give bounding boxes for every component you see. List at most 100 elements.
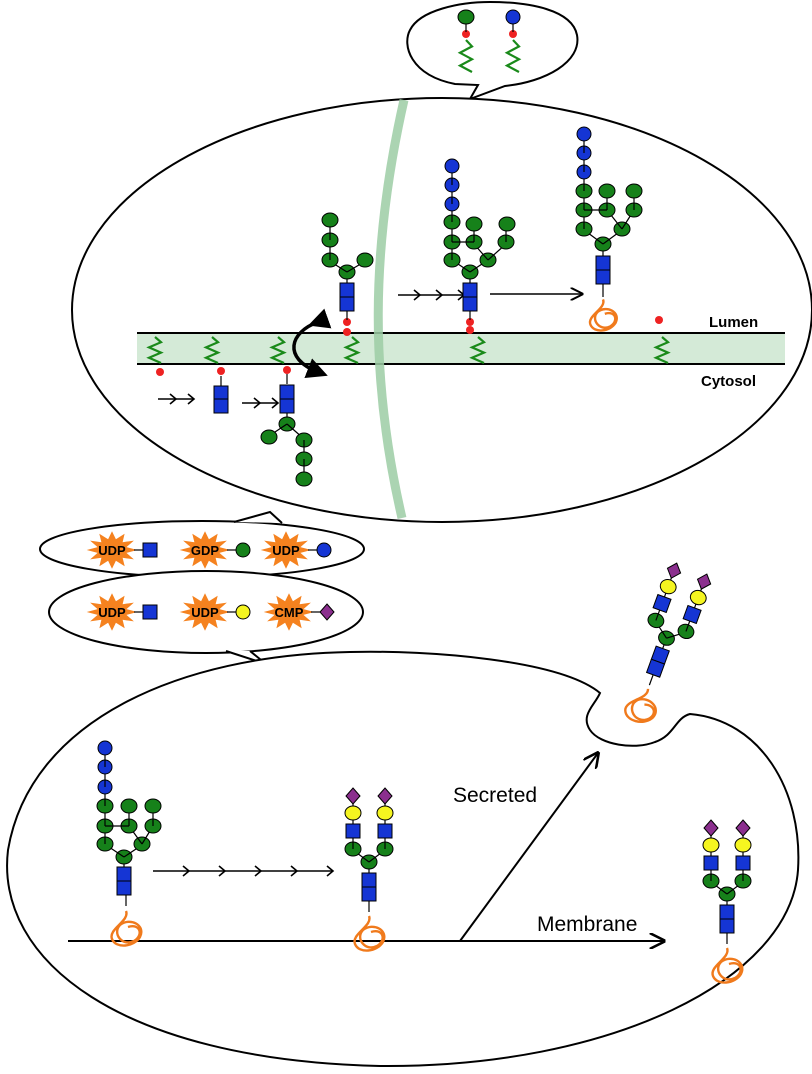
glcnac-square (719, 904, 735, 920)
glcnac-square (462, 296, 478, 312)
galactose-circle (376, 805, 394, 821)
membrane-label: Membrane (537, 913, 637, 936)
phosphate-dot (217, 367, 225, 375)
donor-sugar-diamond (319, 603, 335, 621)
glcnac-square (719, 918, 735, 934)
dolichol-lipid (343, 336, 361, 365)
glcnac-square (361, 886, 377, 902)
glcnac-square (279, 398, 295, 414)
mannose-circle (465, 216, 483, 232)
phosphate-dot (466, 326, 474, 334)
nucleotide-label: UDP (98, 543, 126, 558)
protein-chain (624, 688, 657, 723)
donor-bubble-1-tail (233, 510, 283, 524)
glcnac-square (703, 855, 719, 871)
sialic-acid-diamond (735, 819, 751, 837)
glcnac-square (735, 855, 751, 871)
donor-sugar-circle (235, 604, 251, 620)
arrow-head (187, 393, 196, 405)
sialic-acid-diamond (666, 562, 682, 579)
protein-chain (588, 298, 618, 332)
phosphate-dot (156, 368, 164, 376)
phosphate-dot (343, 328, 351, 336)
glcnac-square (345, 823, 361, 839)
arrow-head (218, 865, 227, 877)
mannose-circle (321, 212, 339, 228)
glcnac-square (116, 880, 132, 896)
protein-chain (711, 947, 744, 984)
phosphate-dot (283, 366, 291, 374)
phosphate-dot (343, 318, 351, 326)
top-bubble-outline (406, 0, 579, 101)
glcnac-square (339, 296, 355, 312)
sialic-acid-diamond (345, 787, 361, 805)
phosphate-dot (509, 30, 517, 38)
glucose-circle (505, 9, 521, 25)
cytosol-label: Cytosol (701, 373, 756, 390)
glcnac-square (595, 269, 611, 285)
glcnac-square (652, 593, 672, 614)
glcnac-square (595, 255, 611, 271)
mannose-circle (144, 798, 162, 814)
arrow-head (169, 393, 178, 405)
secreted-label: Secreted (453, 784, 537, 807)
flippase-arrow (292, 308, 332, 378)
arrow-head (435, 289, 444, 301)
protein-chain (110, 910, 143, 947)
nucleotide-burst-icon (260, 531, 312, 569)
sialic-acid-diamond (377, 787, 393, 805)
nucleotide-label: UDP (191, 605, 219, 620)
mannose-circle (295, 471, 313, 487)
nucleotide-burst-icon (263, 593, 315, 631)
protein-chain (353, 915, 386, 952)
glcnac-square (213, 398, 229, 414)
er-membrane-band (137, 334, 785, 364)
nucleotide-burst-icon (86, 531, 138, 569)
sialic-acid-diamond (696, 573, 712, 590)
nucleotide-burst-icon (86, 593, 138, 631)
galactose-circle (702, 837, 720, 853)
nucleotide-label: UDP (98, 605, 126, 620)
glucose-circle (576, 126, 592, 142)
glycosidic-bond (655, 608, 661, 621)
mannose-circle (498, 216, 516, 232)
galactose-circle (734, 837, 752, 853)
arrow-head (253, 397, 262, 409)
nucleotide-burst-icon (179, 531, 231, 569)
arrow-head (290, 865, 299, 877)
mannose-circle (120, 798, 138, 814)
galactose-circle (689, 589, 707, 606)
glcnac-square (462, 282, 478, 298)
arrow-head (182, 865, 191, 877)
donor-sugar-circle (316, 542, 332, 558)
mannose-circle (598, 183, 616, 199)
nucleotide-label: UDP (272, 543, 300, 558)
phosphate-dot (462, 30, 470, 38)
glcnac-square (213, 385, 229, 401)
nucleotide-burst-icon (179, 593, 231, 631)
nucleotide-label: GDP (191, 543, 220, 558)
arrow-head (254, 865, 263, 877)
secreted-arrow (459, 753, 598, 942)
dolichol-lipid (269, 336, 287, 365)
dolichol-lipid (469, 336, 487, 365)
sialic-acid-diamond (703, 819, 719, 837)
secreted-glycoprotein (624, 562, 712, 723)
arrow-head (413, 289, 422, 301)
dolichol-lipid (146, 336, 164, 365)
dolichol-lipid (504, 39, 522, 73)
lumen-label: Lumen (709, 314, 758, 331)
membrane-arc (373, 99, 409, 520)
galactose-circle (659, 579, 677, 595)
galactose-circle (344, 805, 362, 821)
glcnac-square (361, 872, 377, 888)
phosphate-dot (655, 316, 663, 324)
glcnac-square (279, 384, 295, 400)
glycosidic-bond (685, 619, 691, 632)
mannose-circle (625, 183, 643, 199)
glcnac-square (377, 823, 393, 839)
donor-sugar-square (142, 542, 158, 558)
glcnac-square (645, 658, 666, 678)
glucose-circle (444, 158, 460, 174)
arrow-head (271, 397, 280, 409)
